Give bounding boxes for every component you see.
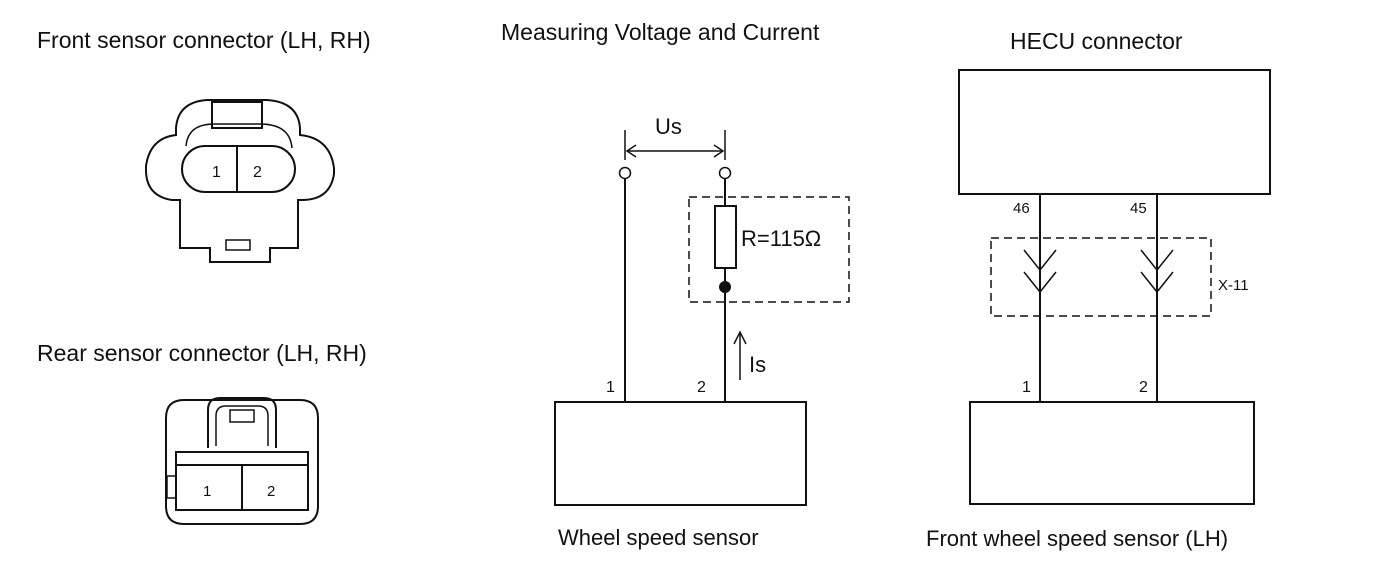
rear-connector-latch-window [229,409,255,423]
us-arrowhead-left [625,144,637,158]
rear-connector-pin-1: 1 [203,483,211,500]
resistor-box [688,196,850,303]
rear-connector-pin-2: 2 [267,483,275,500]
hecu-box [958,69,1271,195]
rear-connector-latch-outer [207,397,277,448]
measuring-pin-1: 1 [606,379,615,396]
connector-chevron-right-lower [1140,271,1174,294]
rear-connector-title: Rear sensor connector (LH, RH) [37,340,367,366]
us-label: Us [655,114,682,139]
rear-connector-drawing: 1 2 [165,397,319,525]
front-connector-drawing: 1 2 [145,99,335,263]
front-connector-pin-oval [181,145,296,193]
sensor-pin-1: 1 [1022,379,1031,396]
wheel-speed-sensor-box [554,401,807,506]
connector-x11-label: X-11 [1218,277,1249,294]
is-label: Is [749,352,766,377]
front-connector-pin-1: 1 [212,164,221,181]
terminal-left [618,166,632,180]
terminal-right [718,166,732,180]
rear-connector-side-tab [166,475,177,499]
front-connector-pin-2: 2 [253,164,262,181]
rear-connector-housing [165,399,319,525]
hecu-title: HECU connector [1010,28,1183,54]
sensor-pin-2: 2 [1139,379,1148,396]
connector-chevron-left-lower [1023,271,1057,294]
measuring-circuit: Us R=115Ω Is 1 2 Wheel speed sensor [554,114,850,550]
front-connector-latch [211,101,263,129]
hecu-circuit: 46 45 X-11 1 2 Front wheel speed sensor … [926,69,1271,551]
connector-chevron-left-upper [1023,249,1057,272]
front-connector-inner-rim [185,123,293,149]
front-connector-key [225,239,251,251]
measuring-title: Measuring Voltage and Current [501,19,820,45]
resistor-label: R=115Ω [741,226,821,251]
rear-connector-latch-inner [215,405,269,446]
junction-dot [719,281,731,293]
connector-x11-box [990,237,1212,317]
measuring-pin-2: 2 [697,379,706,396]
is-arrowhead [733,330,747,345]
front-wheel-sensor-box [969,401,1255,505]
resistor [714,205,737,269]
connector-chevron-right-upper [1140,249,1174,272]
us-arrowhead-right [713,144,725,158]
front-wheel-sensor-label: Front wheel speed sensor (LH) [926,526,1228,551]
hecu-pin-45: 45 [1130,200,1147,217]
hecu-pin-46: 46 [1013,200,1030,217]
front-connector-title: Front sensor connector (LH, RH) [37,27,371,53]
front-connector-housing [145,99,335,263]
wheel-speed-sensor-label: Wheel speed sensor [558,525,759,550]
